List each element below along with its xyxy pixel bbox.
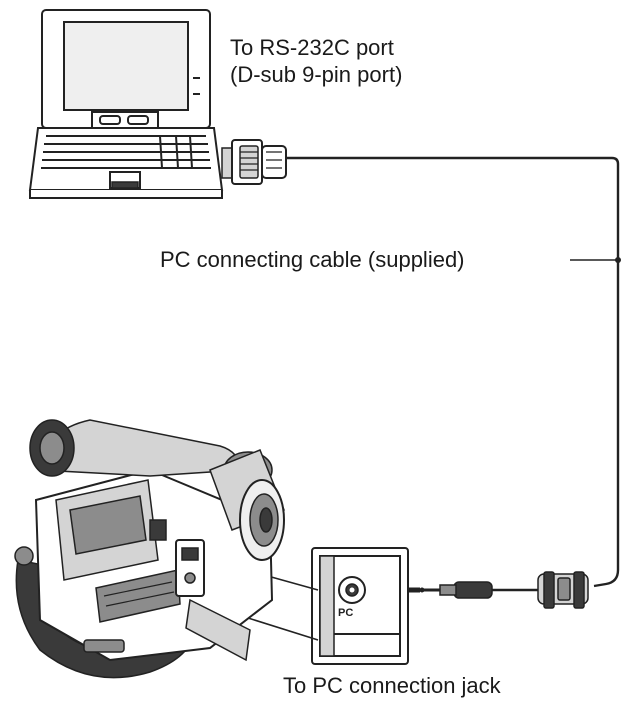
jack-closeup-panel: [311, 547, 409, 665]
camcorder: [14, 419, 285, 679]
laptop-screen: [63, 21, 189, 111]
laptop-computer: [28, 9, 224, 199]
rs232-port-label-line2: (D-sub 9-pin port): [230, 62, 403, 87]
pc-cable-label: PC connecting cable (supplied): [160, 247, 465, 272]
pc-cable: [286, 156, 621, 609]
dsub-9pin-connector: [221, 139, 287, 185]
jack-marking-text: PC: [338, 607, 354, 619]
lcd-panel: [185, 598, 251, 662]
rs232-port-label: To RS-232C port (D-sub 9-pin port): [230, 34, 402, 88]
rs232-port-label-line1: To RS-232C port: [230, 35, 394, 60]
ferrite-core: [537, 571, 589, 609]
pc-jack-label: To PC connection jack: [283, 673, 501, 698]
